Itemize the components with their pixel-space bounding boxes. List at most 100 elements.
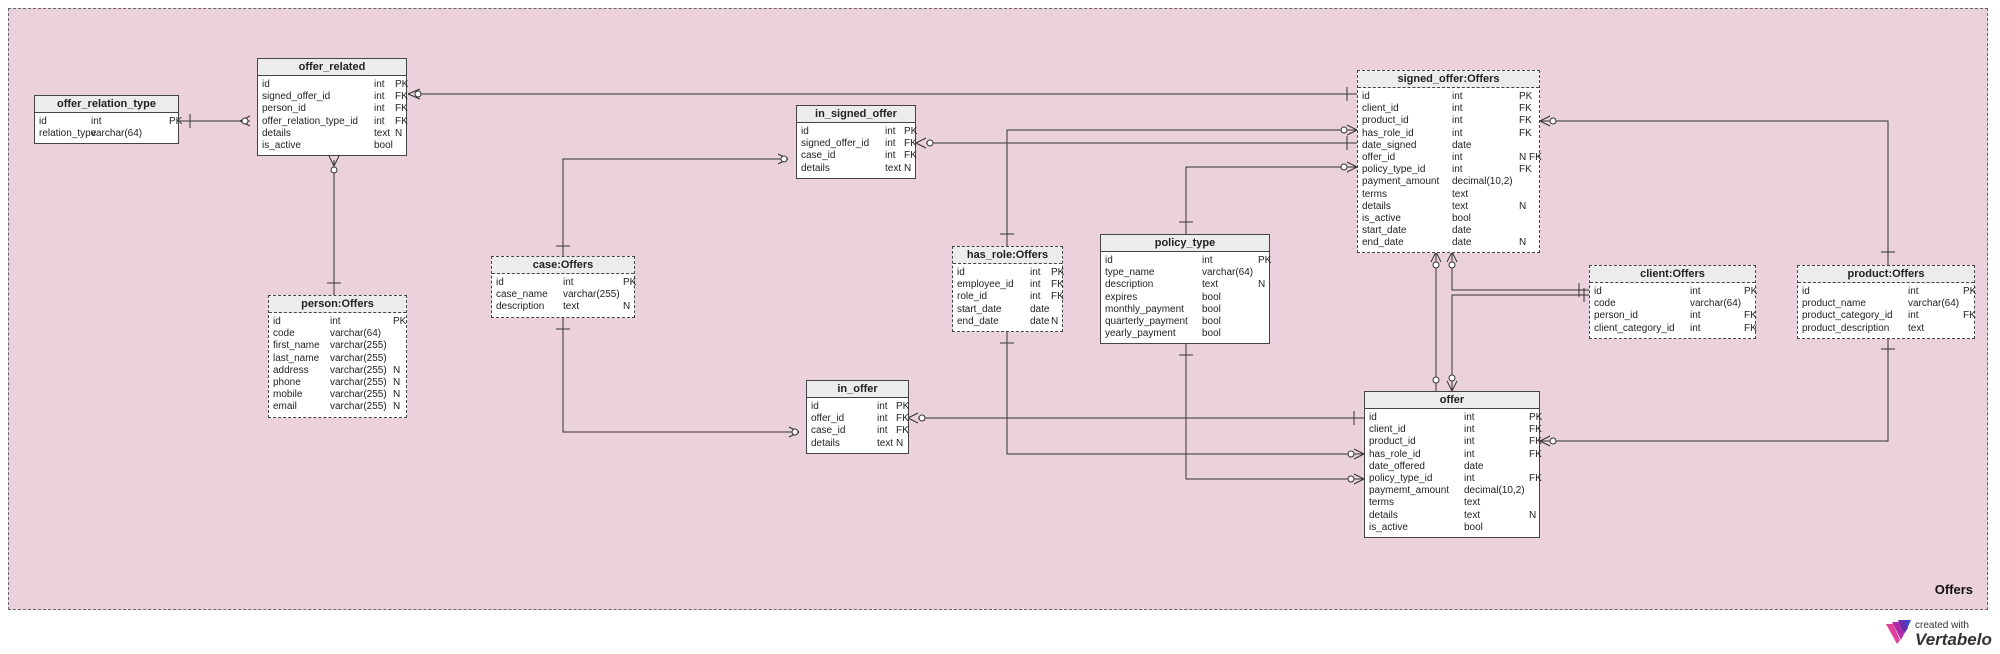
table-header[interactable]: person:Offers [269, 296, 406, 313]
table-header[interactable]: case:Offers [492, 257, 634, 274]
table-header[interactable]: signed_offer:Offers [1358, 71, 1539, 88]
column-type: int [1030, 279, 1041, 291]
rel-offer-client [1451, 294, 1589, 391]
table-header[interactable]: client:Offers [1590, 266, 1755, 283]
table-header[interactable]: has_role:Offers [953, 247, 1062, 264]
table-header[interactable]: in_signed_offer [797, 106, 915, 123]
subject-area-label: Offers [1934, 582, 1973, 597]
table-header[interactable]: product:Offers [1798, 266, 1974, 283]
table-header[interactable]: offer_related [258, 59, 406, 76]
column-flags: FK [395, 91, 408, 103]
table-header[interactable]: in_offer [807, 381, 908, 398]
table-header[interactable]: offer_relation_type [35, 96, 178, 113]
column-flags: N [904, 162, 912, 174]
table-header[interactable]: policy_type [1101, 235, 1269, 252]
table-header[interactable]: offer [1365, 392, 1539, 409]
column-name: case_name [496, 289, 548, 301]
